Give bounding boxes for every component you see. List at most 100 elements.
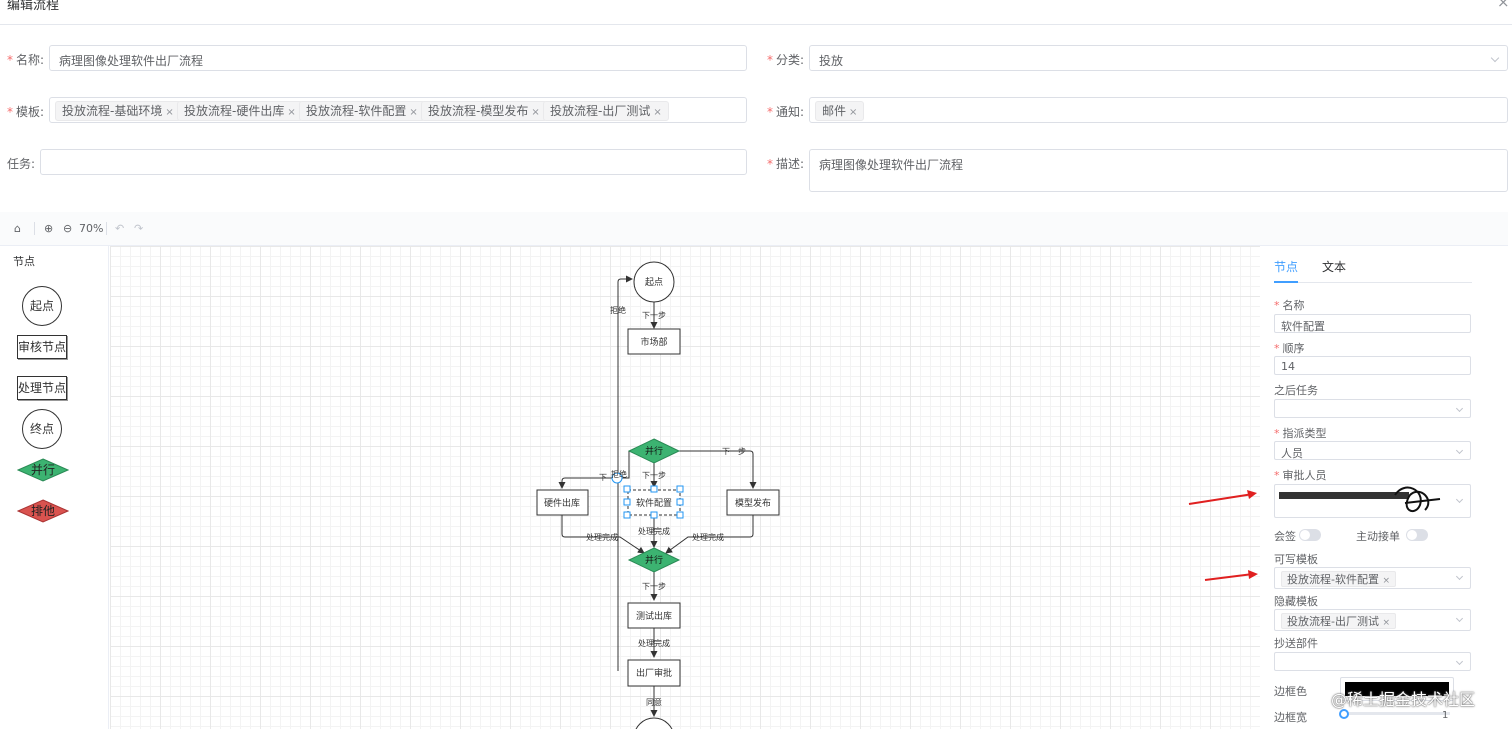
close-icon: × [849,107,858,118]
name-input[interactable]: 病理图像处理软件出厂流程 [49,45,747,71]
tab-text[interactable]: 文本 [1322,260,1347,274]
svg-text:并行: 并行 [31,463,55,477]
category-select[interactable]: 投放 [809,45,1508,71]
dialog-title: 编辑流程 [7,0,60,13]
node-palette: 节点 起点 审核节点 处理节点 终点 并行 排他 [0,246,109,729]
flow-hardware-node[interactable] [536,489,589,516]
notify-tag[interactable]: 邮件× [815,101,865,121]
flow-canvas[interactable]: 起点 市场部 并行 硬件出库 软件配置 模型发布 并行 测试出库 出厂审批 下一… [110,246,1260,729]
edge-label: 处理完成 [586,532,618,542]
svg-text:起点: 起点 [645,277,663,288]
task-label: 任务: [7,157,36,171]
auto-accept-toggle[interactable] [1406,529,1428,541]
writable-template-tag: 投放流程-软件配置 × [1281,571,1397,587]
close-icon: × [1382,576,1391,586]
slider-handle[interactable] [1339,709,1349,719]
border-width-value: 1 [1442,710,1449,721]
toolbar-divider [34,222,35,235]
cc-select[interactable] [1274,652,1471,671]
zoom-out-icon[interactable]: ⊖ [63,222,73,235]
tab-active-indicator [1274,281,1298,283]
close-icon: × [409,107,418,118]
countersign-toggle[interactable] [1299,529,1321,541]
notify-multiselect[interactable]: 邮件× [809,97,1508,123]
edge-label: 同意 [646,697,662,707]
template-tag[interactable]: 投放流程-模型发布× [421,101,547,121]
svg-text:测试出库: 测试出库 [636,610,672,622]
border-color-picker[interactable] [1340,677,1454,701]
edge-label: 处理完成 [638,638,670,648]
task-input[interactable] [40,149,747,175]
after-task-label: 之后任务 [1274,384,1318,397]
template-tag[interactable]: 投放流程-基础环境× [55,101,181,121]
close-icon: × [287,107,296,118]
assign-type-select[interactable]: 人员 [1274,441,1471,460]
flow-start-node[interactable] [633,261,675,303]
approver-select[interactable] [1274,484,1471,518]
desc-textarea[interactable]: 病理图像处理软件出厂流程 [809,149,1508,192]
template-tag[interactable]: 投放流程-硬件出库× [177,101,303,121]
flow-diagram[interactable]: 起点 市场部 并行 硬件出库 软件配置 模型发布 并行 测试出库 出厂审批 下一… [110,246,1260,729]
template-multiselect[interactable]: 投放流程-基础环境× 投放流程-硬件出库× 投放流程-软件配置× 投放流程-模型… [49,97,747,123]
edge-label: 下一步 [642,311,666,320]
order-input[interactable]: 14 [1274,356,1471,375]
node-name-input[interactable]: 软件配置 [1274,314,1471,333]
cc-label: 抄送部件 [1274,637,1318,650]
border-width-label: 边框宽 [1274,711,1307,724]
writable-template-label: 可写模板 [1274,553,1318,566]
flow-test-node[interactable] [627,602,681,629]
close-icon: × [1382,618,1391,628]
hidden-template-label: 隐藏模板 [1274,595,1318,608]
properties-panel: 节点 文本 *名称 软件配置 *顺序 14 之后任务 *指派类型 人员 *审批人… [1262,246,1512,729]
editor-toolbar: ⌂ ⊕ ⊖ 70% ↶ ↷ [0,212,1508,246]
edge-label: 下一步 [642,582,666,591]
undo-icon[interactable]: ↶ [115,222,125,235]
redo-icon[interactable]: ↷ [134,222,144,235]
selection-handles[interactable] [623,485,684,519]
palette-parallel-node[interactable]: 并行 [17,458,69,482]
palette-audit-node[interactable]: 审核节点 [17,335,67,359]
flow-factory-node[interactable] [627,659,681,687]
tab-node[interactable]: 节点 [1274,260,1299,274]
annotation-arrows [1188,490,1258,581]
close-icon: × [165,107,174,118]
desc-label: *描述: [767,157,805,171]
tab-divider [1274,282,1472,283]
svg-text:模型发布: 模型发布 [735,497,771,509]
toolbar-divider [106,222,107,235]
hidden-template-select[interactable]: 投放流程-出厂测试 × [1274,609,1471,631]
palette-exclusive-node[interactable]: 排他 [17,499,69,523]
flow-parallel-join-node[interactable] [627,547,681,573]
writable-template-select[interactable]: 投放流程-软件配置 × [1274,567,1471,589]
palette-process-node[interactable]: 处理节点 [17,376,67,400]
svg-text:并行: 并行 [645,554,663,566]
edge-label: 拒绝 [610,305,626,315]
edge-parallel-hardware [558,451,630,489]
flow-model-node[interactable] [726,489,780,516]
after-task-select[interactable] [1274,399,1471,418]
zoom-in-icon[interactable]: ⊕ [44,222,54,235]
border-color-label: 边框色 [1274,685,1307,698]
countersign-label: 会签 [1274,530,1296,543]
edge-label: 处理完成 [692,532,724,542]
template-tag[interactable]: 投放流程-软件配置× [299,101,425,121]
chevron-down-icon [1455,572,1464,581]
anchor-point[interactable] [611,472,623,484]
close-icon: × [653,107,662,118]
edge-model-done [665,515,754,554]
template-tag[interactable]: 投放流程-出厂测试× [543,101,669,121]
palette-start-node[interactable]: 起点 [22,286,62,326]
fit-icon[interactable]: ⌂ [14,222,21,235]
border-width-slider[interactable] [1340,712,1450,715]
palette-end-node[interactable]: 终点 [22,409,62,449]
chevron-down-icon [1455,404,1464,413]
flow-parallel-node[interactable] [627,438,681,464]
flow-end-node[interactable] [634,717,674,729]
close-icon[interactable]: × [1497,0,1510,11]
name-label: *名称: [7,53,45,67]
category-label: *分类: [767,53,805,67]
zoom-level: 70% [79,222,104,235]
flow-market-node[interactable] [627,328,681,355]
edge-reject [617,275,633,671]
color-swatch [1345,682,1449,696]
